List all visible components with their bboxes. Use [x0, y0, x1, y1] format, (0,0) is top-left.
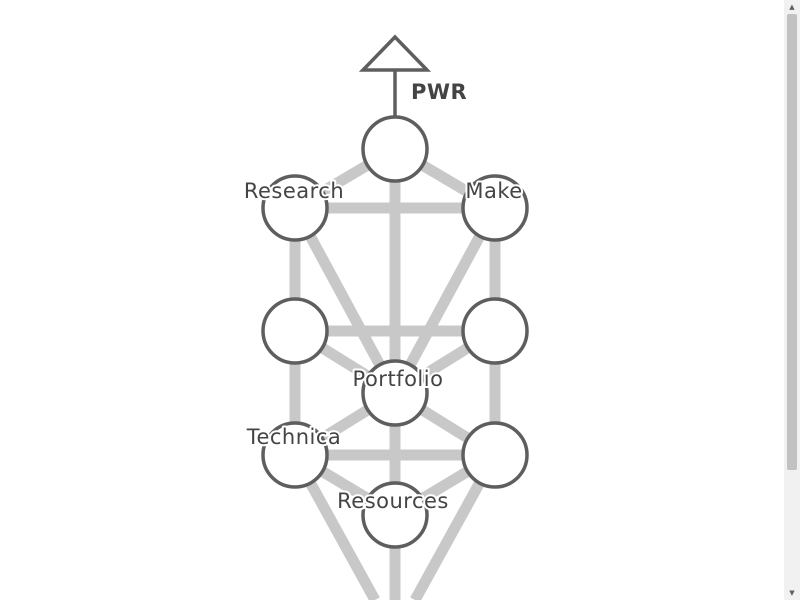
- vertical-scrollbar[interactable]: ▲ ▼: [784, 0, 800, 600]
- node-low-right[interactable]: [461, 421, 529, 489]
- node-mid-left[interactable]: [261, 297, 329, 365]
- node-portfolio[interactable]: [361, 359, 429, 427]
- diagram-labels: PWR Research Make Portfolio Technica Res…: [242, 80, 524, 515]
- label-resources[interactable]: Resources: [335, 487, 450, 515]
- scrollbar-thumb[interactable]: [787, 14, 797, 470]
- node-resources[interactable]: [361, 481, 429, 549]
- path-research-portfolio: [290, 205, 400, 396]
- scroll-up-icon[interactable]: ▲: [789, 3, 795, 11]
- label-make[interactable]: Make: [463, 177, 524, 205]
- triangle-icon[interactable]: [358, 34, 432, 72]
- scroll-down-icon[interactable]: ▼: [789, 589, 795, 597]
- diagram-nodes: [261, 115, 529, 549]
- node-mid-right[interactable]: [461, 297, 529, 365]
- node-research[interactable]: [261, 174, 329, 242]
- path-make-portfolio: [390, 205, 500, 396]
- node-crown[interactable]: [361, 115, 429, 183]
- label-technica[interactable]: Technica: [244, 423, 343, 451]
- label-research[interactable]: Research: [242, 177, 346, 205]
- label-portfolio[interactable]: Portfolio: [351, 365, 445, 393]
- node-make[interactable]: [461, 174, 529, 242]
- label-pwr: PWR: [411, 80, 467, 104]
- node-technica[interactable]: [261, 421, 329, 489]
